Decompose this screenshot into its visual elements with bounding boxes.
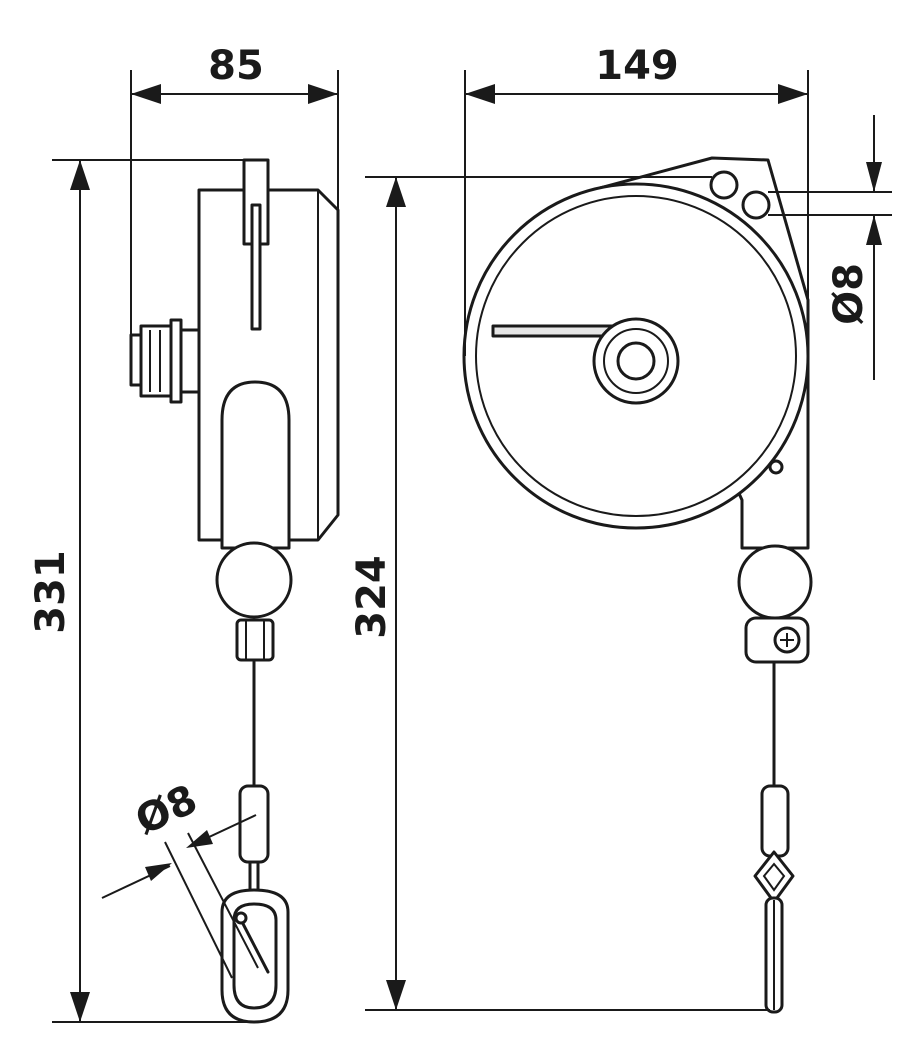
front-stopper-ball <box>737 544 813 620</box>
side-cable-ferrule <box>238 784 270 864</box>
side-cable-clamp <box>235 618 275 662</box>
side-hanger-slot <box>250 203 262 331</box>
side-stopper-ball <box>215 541 293 619</box>
dimension-lines <box>52 70 892 1023</box>
side-cable-outlet <box>220 380 291 550</box>
dim-side-height: 331 <box>28 550 74 634</box>
dim-hole-diameter: Ø8 <box>826 263 872 325</box>
front-housing-screw <box>768 459 784 475</box>
side-connector <box>129 318 201 404</box>
front-mounting-hole-2 <box>741 190 771 220</box>
front-view <box>462 156 813 1014</box>
side-top-hanger <box>242 158 270 246</box>
side-view <box>129 158 340 1024</box>
dim-front-height: 324 <box>349 555 395 639</box>
dim-hook-diameter: Ø8 <box>129 776 204 844</box>
front-drum-inner-rim <box>475 195 797 517</box>
side-snap-hook-latch <box>238 916 270 974</box>
front-mounting-hole-1 <box>709 170 739 200</box>
front-hub-bore <box>616 341 656 381</box>
dim-front-width: 149 <box>595 43 679 89</box>
front-cable-ferrule <box>760 784 790 858</box>
front-cable-thimble <box>753 850 795 904</box>
dim-side-width: 85 <box>208 43 264 89</box>
